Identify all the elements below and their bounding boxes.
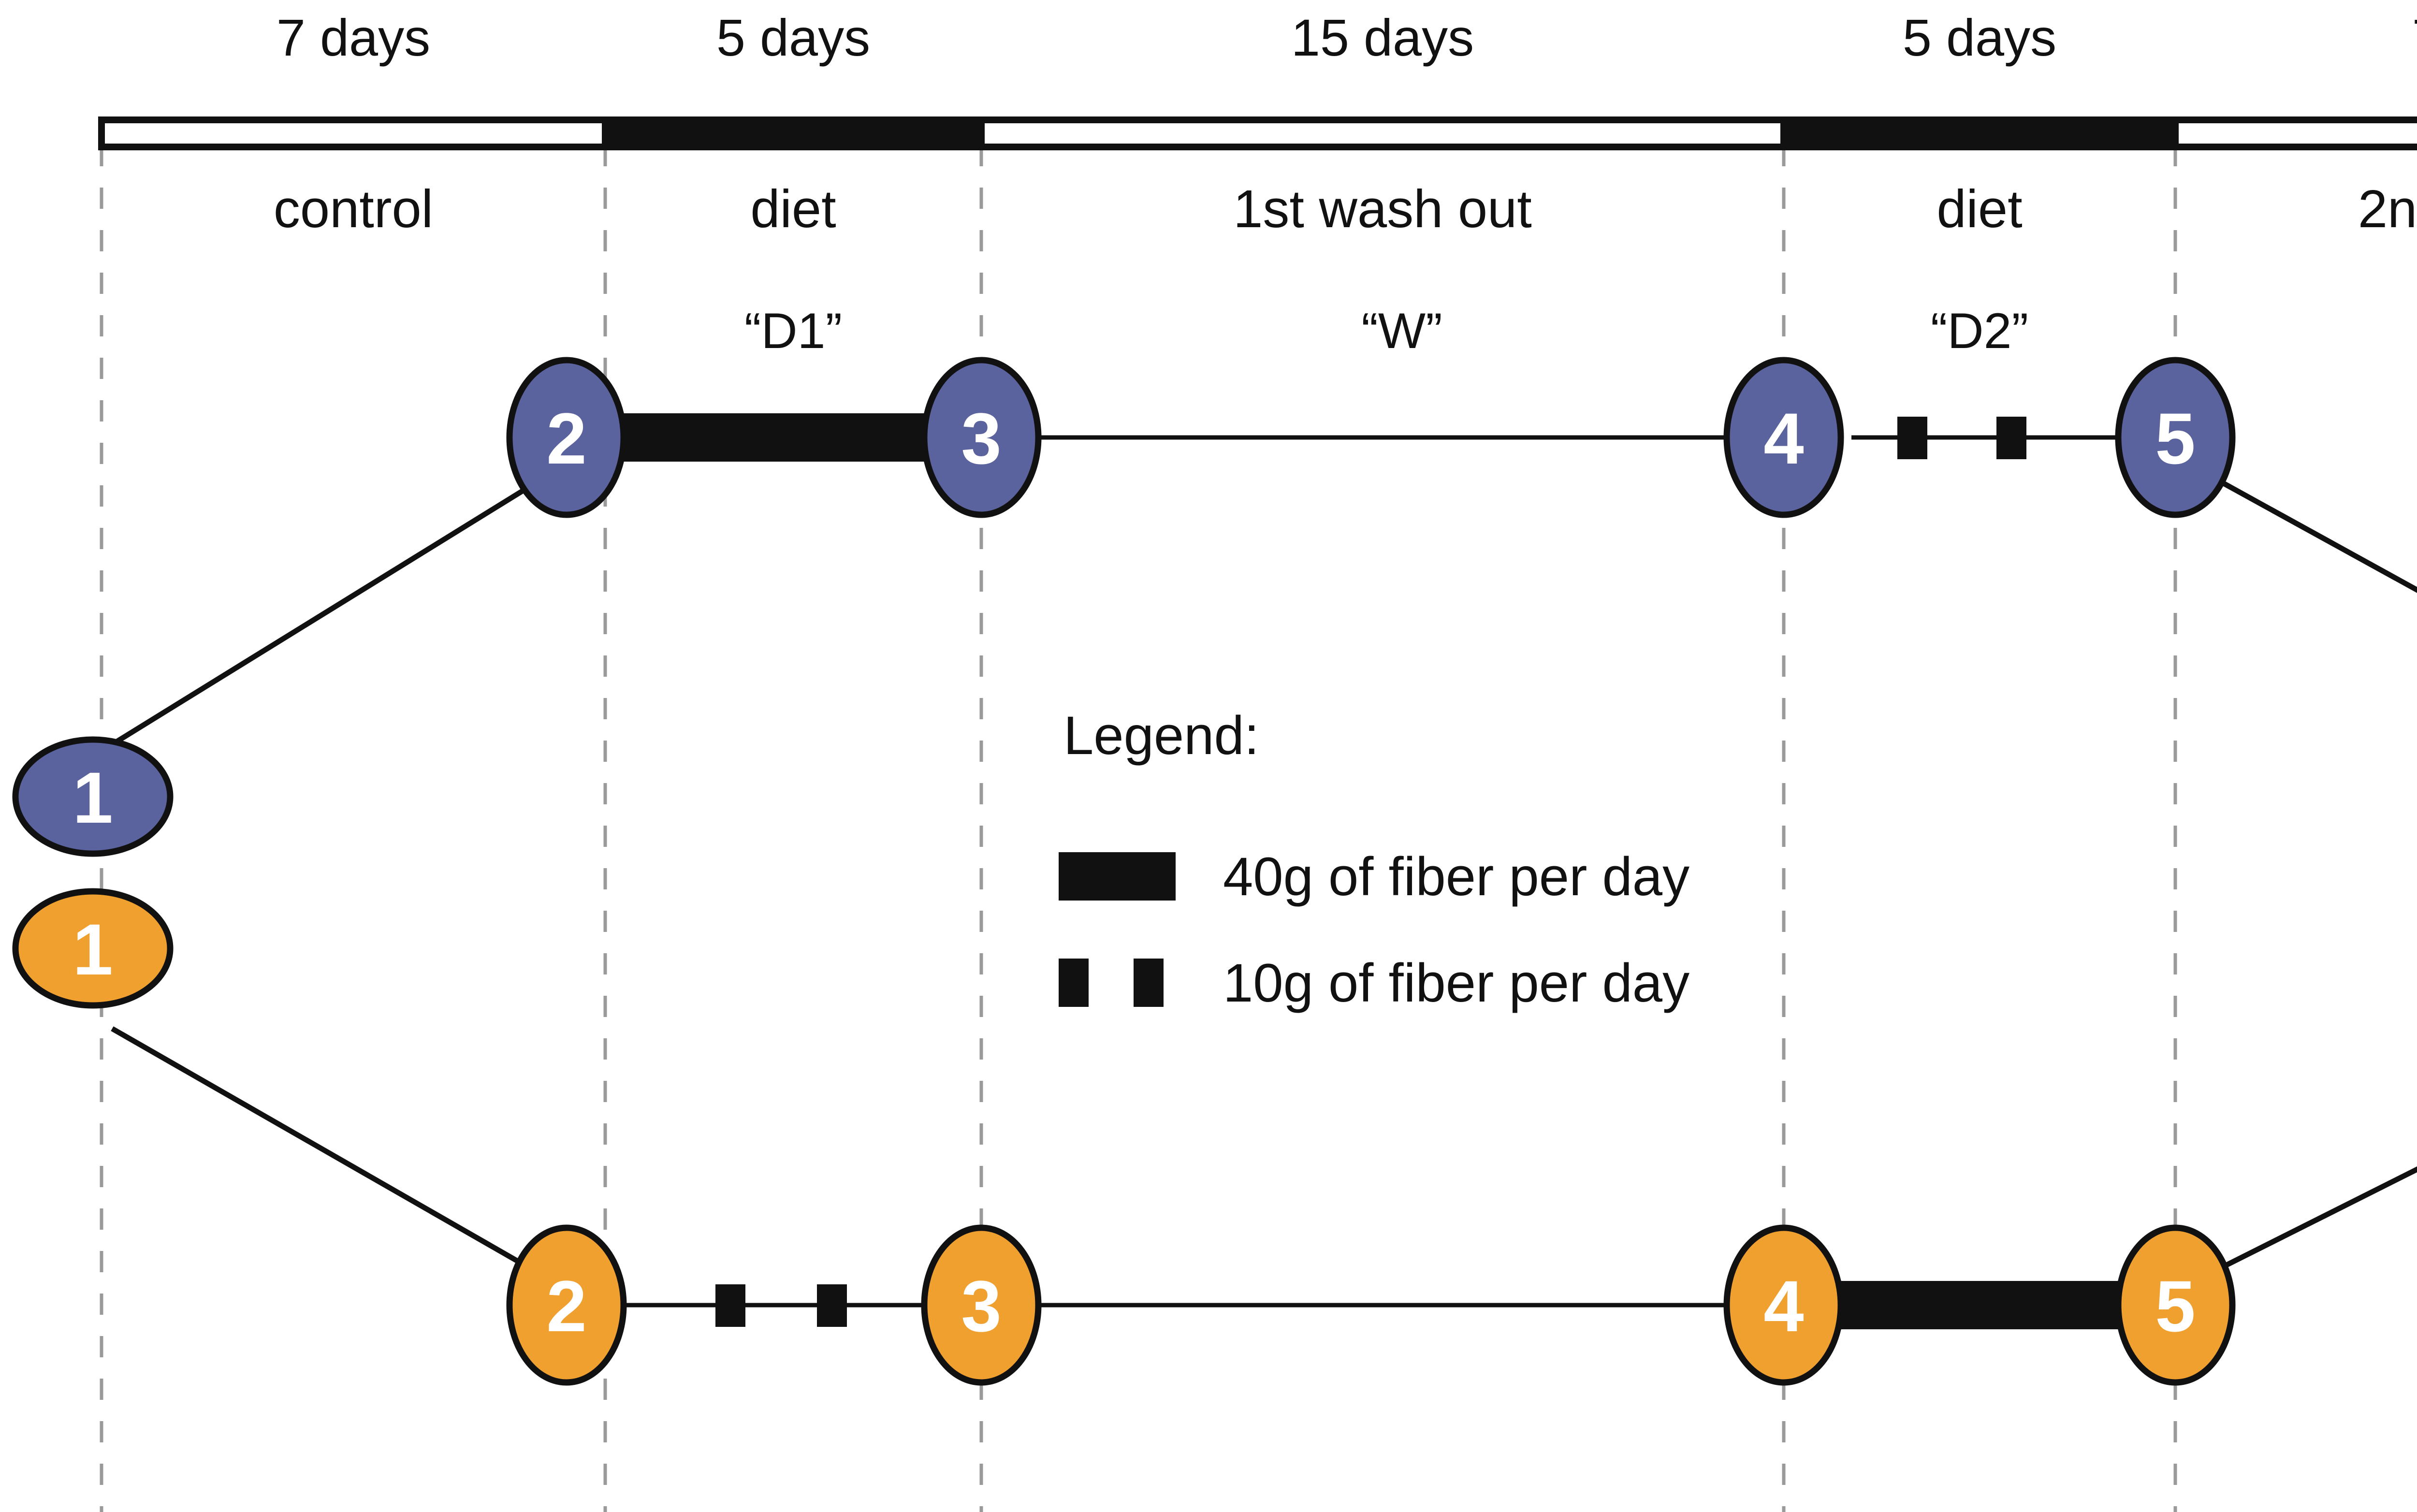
arm-a-node-2-shape[interactable] bbox=[506, 357, 627, 518]
arm-a-node-3-label: 3 bbox=[961, 398, 1001, 479]
arm-a-edge-5-6-diagonal bbox=[2222, 481, 2417, 593]
arm-a-node-1[interactable]: 1 bbox=[12, 736, 174, 857]
arm-b-edge-2-3-dashed-10g bbox=[619, 1284, 938, 1327]
arm-b-node-3-shape[interactable] bbox=[921, 1224, 1042, 1386]
legend-swatch-dash-icon-1 bbox=[1059, 959, 1089, 1007]
arm-b-node-3[interactable]: 3 bbox=[921, 1224, 1042, 1386]
phase-name-washout1: 1st wash out bbox=[1233, 179, 1532, 239]
phase-name-washout2: 2nd wash out bbox=[2358, 179, 2417, 239]
arm-b-node-5-shape[interactable] bbox=[2115, 1224, 2236, 1386]
arm-a-node-5-shape[interactable] bbox=[2115, 357, 2236, 518]
legend-swatch-solid-bar-icon bbox=[1059, 852, 1176, 901]
phase-duration-control: 7 days bbox=[277, 8, 430, 67]
phase-duration-washout2: 7 days bbox=[2412, 8, 2417, 67]
arm-b-node-4-label: 4 bbox=[1763, 1265, 1804, 1347]
arm-a-edge-4-5-dash-2 bbox=[1996, 417, 2026, 459]
arm-a-node-4[interactable]: 4 bbox=[1723, 357, 1844, 518]
arm-b-edge-5-6-diagonal bbox=[2222, 1166, 2417, 1269]
arm-b-node-1[interactable]: 1 bbox=[12, 888, 174, 1009]
arm-b-node-1-label: 1 bbox=[73, 909, 113, 990]
phase-duration-diet2: 5 days bbox=[1903, 8, 2056, 67]
bar-segment-diet1 bbox=[602, 116, 985, 150]
arm-a-node-1-label: 1 bbox=[73, 757, 113, 838]
legend-label-40g: 40g of fiber per day bbox=[1223, 846, 1689, 907]
bar-segment-control bbox=[98, 116, 609, 150]
arm-a-group: 1 2 3 4 5 6 bbox=[12, 357, 2417, 857]
bar-segment-washout2 bbox=[2172, 116, 2417, 150]
phase-duration-diet1: 5 days bbox=[716, 8, 870, 67]
arm-a-edge-2-3-thick-40g bbox=[624, 413, 976, 462]
arm-b-node-5[interactable]: 5 bbox=[2115, 1224, 2236, 1386]
arm-b-node-2[interactable]: 2 bbox=[506, 1224, 627, 1386]
phase-duration-washout1: 15 days bbox=[1291, 8, 1474, 67]
legend-swatch-dash-icon-2 bbox=[1134, 959, 1164, 1007]
phase-name-control: control bbox=[274, 179, 433, 239]
edge-label-d2: “D2” bbox=[1931, 303, 2028, 359]
arm-a-node-2[interactable]: 2 bbox=[506, 357, 627, 518]
arm-b-node-3-label: 3 bbox=[961, 1265, 1001, 1347]
arm-a-node-4-shape[interactable] bbox=[1723, 357, 1844, 518]
arm-a-edge-4-5-dash-1 bbox=[1897, 417, 1927, 459]
arm-b-node-2-shape[interactable] bbox=[506, 1224, 627, 1386]
arm-a-node-4-label: 4 bbox=[1763, 398, 1804, 479]
bar-segment-washout1 bbox=[978, 116, 1787, 150]
arm-a-node-5[interactable]: 5 bbox=[2115, 357, 2236, 518]
edge-label-row: “D1” “W” “D2” bbox=[744, 303, 2028, 359]
arm-a-edge-1-2-diagonal bbox=[111, 486, 528, 747]
legend-entry-10g: 10g of fiber per day bbox=[1059, 953, 1689, 1013]
arm-b-node-2-label: 2 bbox=[546, 1265, 586, 1347]
legend: Legend: 40g of fiber per day 10g of fibe… bbox=[1059, 705, 1689, 1013]
arm-b-node-4-shape[interactable] bbox=[1723, 1224, 1844, 1386]
arm-b-edge-1-2-diagonal bbox=[111, 1026, 528, 1269]
arm-b-node-1-shape[interactable] bbox=[12, 888, 174, 1009]
arm-a-node-5-label: 5 bbox=[2155, 398, 2195, 479]
edge-label-d1: “D1” bbox=[744, 303, 842, 359]
arm-b-edge-2-3-dash-2 bbox=[817, 1284, 847, 1327]
bar-segment-diet2 bbox=[1780, 116, 2179, 150]
arm-b-group: 1 2 3 4 5 6 bbox=[12, 888, 2417, 1386]
arm-a-node-2-label: 2 bbox=[546, 398, 586, 479]
arm-a-node-3-shape[interactable] bbox=[921, 357, 1042, 518]
arm-b-edge-2-3-dash-1 bbox=[715, 1284, 745, 1327]
arm-b-node-5-label: 5 bbox=[2155, 1265, 2195, 1347]
arm-b-node-4[interactable]: 4 bbox=[1723, 1224, 1844, 1386]
edge-label-w: “W” bbox=[1361, 303, 1442, 359]
legend-label-10g: 10g of fiber per day bbox=[1223, 953, 1689, 1013]
arm-a-node-3[interactable]: 3 bbox=[921, 357, 1042, 518]
legend-title: Legend: bbox=[1063, 705, 1259, 766]
legend-entry-40g: 40g of fiber per day bbox=[1059, 846, 1689, 907]
phase-name-row: control diet 1st wash out diet 2nd wash … bbox=[274, 179, 2417, 239]
arm-a-node-1-shape[interactable] bbox=[12, 736, 174, 857]
phase-name-diet2: diet bbox=[1937, 179, 2022, 239]
phase-name-diet1: diet bbox=[750, 179, 836, 239]
arm-a-edge-4-5-dashed-10g bbox=[1851, 417, 2127, 459]
timeline-bar bbox=[98, 116, 2417, 150]
phase-duration-row: 7 days 5 days 15 days 5 days 7 days bbox=[277, 8, 2417, 67]
